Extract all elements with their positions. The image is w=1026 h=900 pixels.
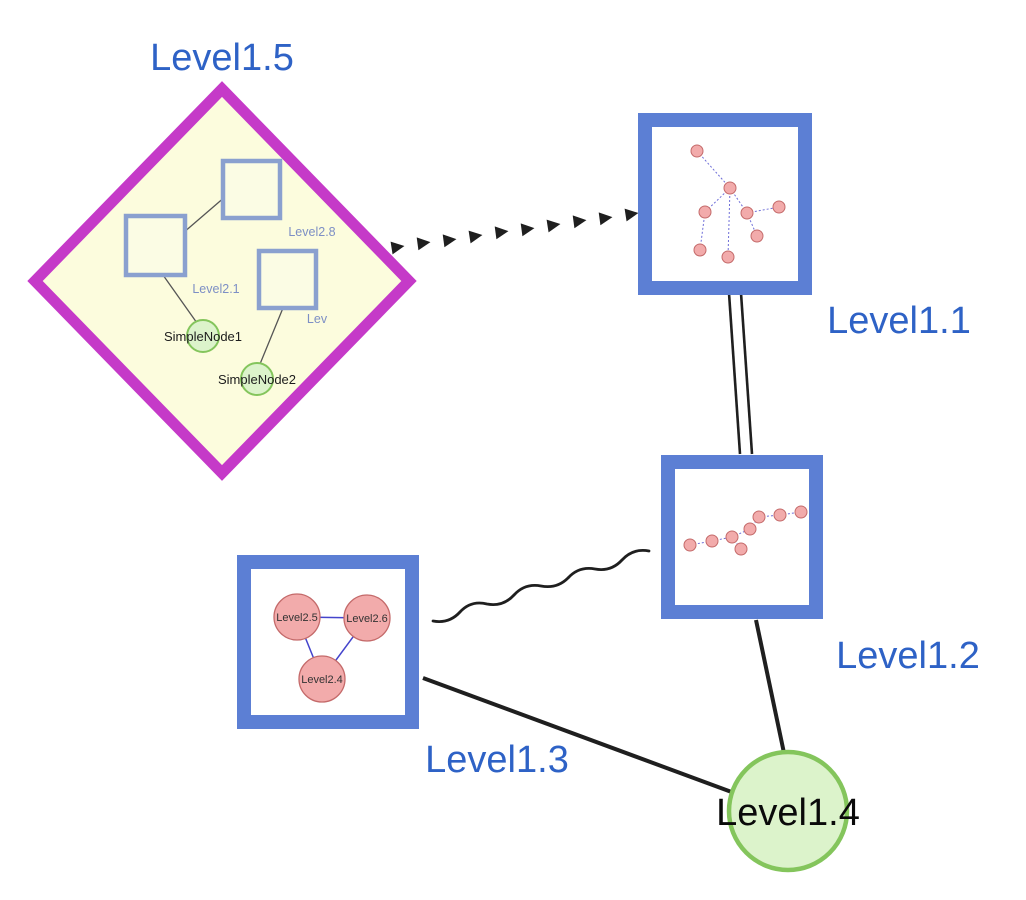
group-node-level1-1 [638, 113, 812, 295]
mini-edge [727, 187, 731, 258]
mini-node[interactable] [683, 538, 697, 552]
group-node-level1-3: Level2.5 Level2.6 Level2.4 [237, 555, 419, 729]
inner-node-label: Level2.4 [301, 674, 343, 686]
inner-node-label: Level2.5 [276, 612, 318, 624]
inner-node-label: Level2.1 [192, 282, 239, 296]
mini-node[interactable] [698, 205, 712, 219]
mini-node[interactable] [773, 508, 787, 522]
node-label: SimpleNode1 [164, 329, 242, 344]
edge-level13-to-level14[interactable] [422, 676, 738, 796]
edge-level15-to-level11[interactable] [390, 208, 639, 255]
edge-level12-to-level14[interactable] [754, 619, 786, 754]
inner-node-lev[interactable] [256, 248, 319, 311]
inner-node-level2-1[interactable] [123, 213, 188, 278]
inner-edge [162, 274, 198, 324]
node-level1-4: Level1.4 [716, 749, 860, 873]
mini-node[interactable] [750, 229, 764, 243]
circle-node-shape[interactable] [726, 749, 850, 873]
label-level1-2: Level1.2 [836, 635, 980, 677]
inner-node-label: Lev [307, 312, 328, 326]
inner-node-label: Level2.8 [288, 225, 335, 239]
mini-node[interactable] [705, 534, 719, 548]
mini-node[interactable] [723, 181, 737, 195]
mini-node[interactable] [725, 530, 739, 544]
mini-node[interactable] [690, 144, 704, 158]
mini-node[interactable] [740, 206, 754, 220]
inner-node-level2-8[interactable] [220, 158, 283, 221]
edge-level13-to-level12[interactable] [431, 549, 651, 623]
edge-level11-to-level12[interactable] [727, 292, 754, 455]
mini-node[interactable] [772, 200, 786, 214]
mini-edge [696, 150, 731, 189]
diamond-shape[interactable] [27, 81, 417, 481]
label-level1-4: Level1.4 [716, 792, 860, 834]
mini-node[interactable] [721, 250, 735, 264]
inner-node-label: Level2.6 [346, 613, 388, 625]
inner-node-level2-4[interactable] [298, 655, 346, 703]
mini-graph: Level2.5 Level2.6 Level2.4 [273, 593, 391, 703]
mini-node[interactable] [693, 243, 707, 257]
label-level1-1: Level1.1 [827, 300, 971, 342]
mini-graph [690, 144, 786, 264]
inner-node-level2-6[interactable] [343, 594, 391, 642]
node-simplenode2[interactable] [240, 362, 274, 396]
label-level1-5: Level1.5 [150, 37, 294, 79]
edges-layer [390, 208, 786, 796]
inner-edge [259, 307, 284, 365]
inner-edge [182, 195, 227, 234]
mini-node[interactable] [794, 505, 808, 519]
mini-node[interactable] [743, 522, 757, 536]
group-node-level1-5: Level2.8 Level2.1 Lev SimpleNode1 Simple… [27, 81, 417, 481]
node-label: SimpleNode2 [218, 372, 296, 387]
label-level1-3: Level1.3 [425, 739, 569, 781]
group-box-shape[interactable] [661, 455, 823, 619]
inner-node-level2-5[interactable] [273, 593, 321, 641]
mini-graph [683, 505, 808, 556]
mini-node[interactable] [734, 542, 748, 556]
mini-node[interactable] [752, 510, 766, 524]
node-simplenode1[interactable] [186, 319, 220, 353]
group-node-level1-2 [661, 455, 823, 619]
